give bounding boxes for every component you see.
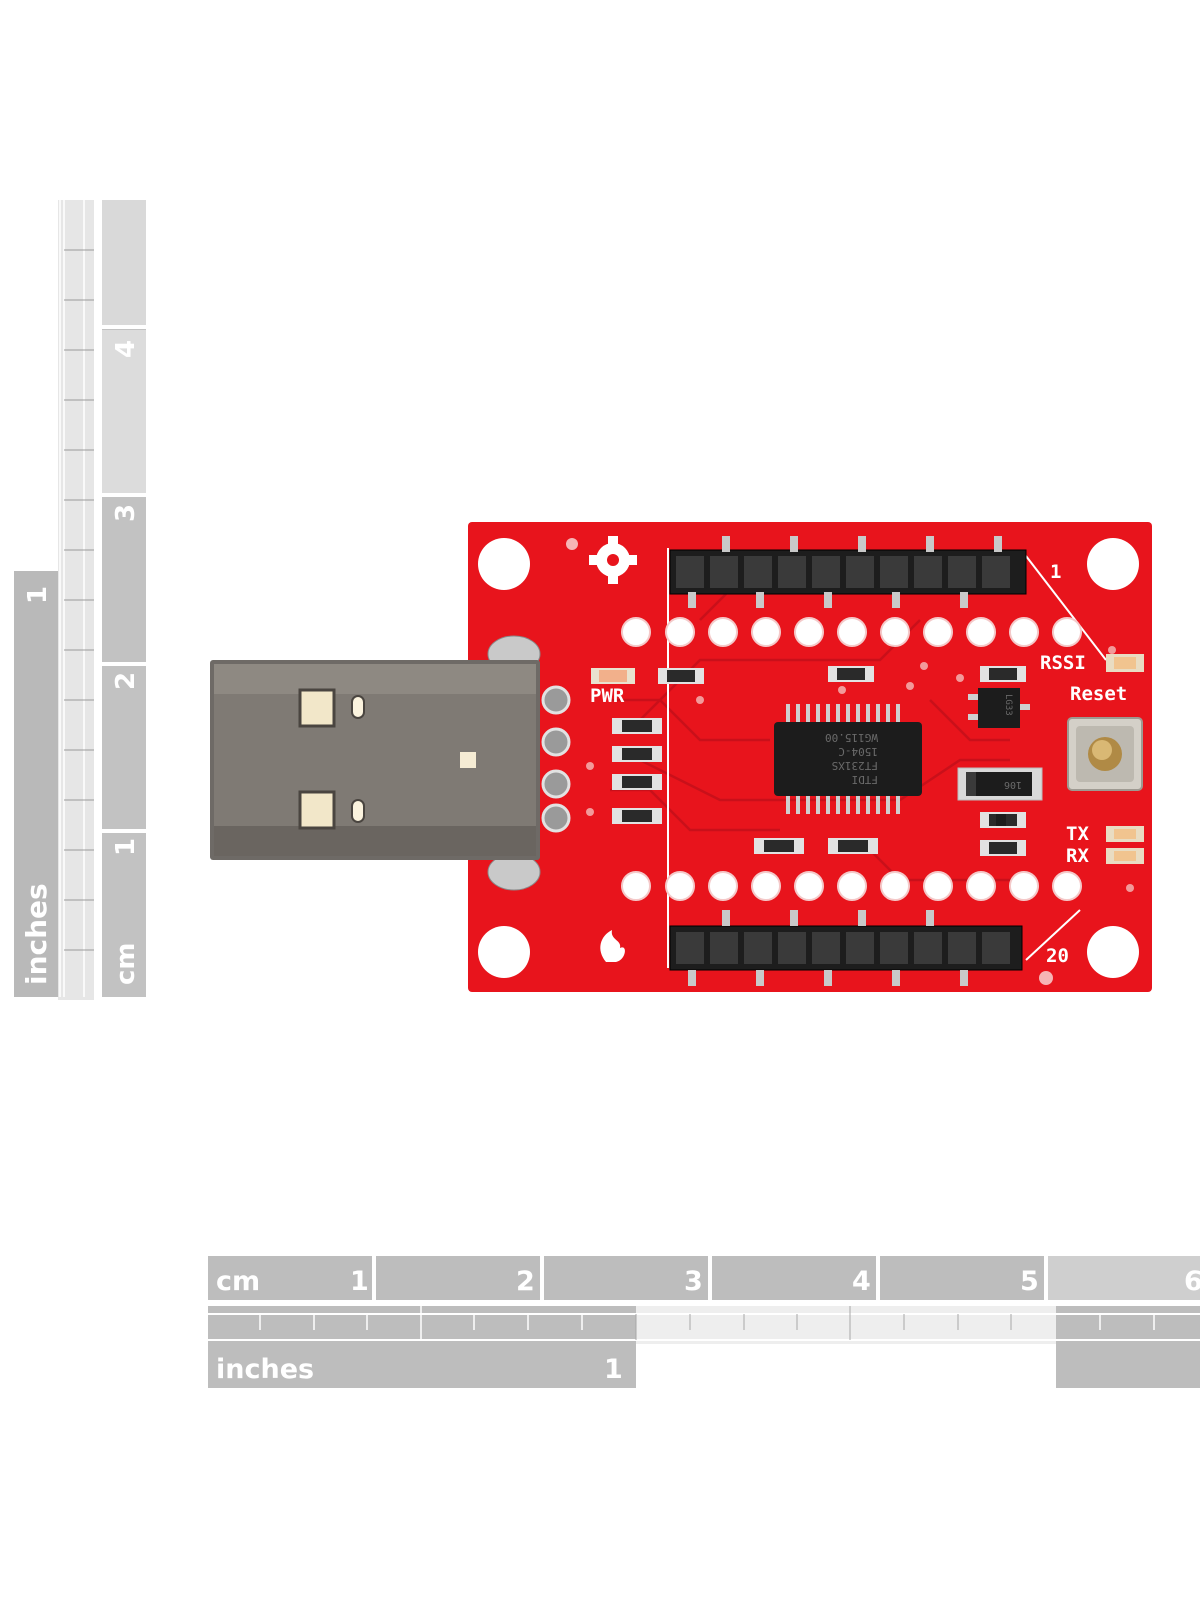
cm-box-5	[880, 1256, 1044, 1300]
usb-window-top	[298, 688, 336, 728]
horizontal-cm-label: cm	[216, 1266, 260, 1297]
ftdi-chip: FTDI FT231XS 1504-C WG115.00	[774, 704, 922, 814]
resistor-top-2	[658, 668, 704, 684]
cm-segment-top	[102, 200, 146, 325]
horizontal-cm-3: 3	[684, 1266, 703, 1297]
vertical-cm-3: 3	[111, 504, 141, 522]
vertical-cm-1: 1	[111, 838, 141, 856]
fiducial	[566, 538, 578, 550]
horizontal-fine-ticks	[635, 1306, 1012, 1340]
resistor-right-3	[980, 840, 1026, 856]
resistor-bottom-1	[754, 838, 804, 854]
vertical-cm-4: 4	[111, 340, 141, 358]
passive-components	[591, 666, 1026, 856]
inch-box-2	[1056, 1306, 1200, 1388]
cm-dividers	[102, 325, 146, 833]
ftdi-chip-body	[774, 722, 922, 796]
horizontal-cm-1: 1	[350, 1266, 369, 1297]
top-header	[669, 536, 1027, 608]
horizontal-cm-5: 5	[1020, 1266, 1039, 1297]
resistor-top-3	[828, 666, 874, 682]
xbee-pads-bottom	[621, 871, 1082, 901]
horizontal-inch-1: 1	[604, 1354, 623, 1385]
resistor-pwr	[591, 668, 635, 684]
xbee-usb-explorer-board: FTDI FT231XS 1504-C WG115.00 LG33 106	[210, 522, 1152, 992]
capacitor-text: 106	[1004, 779, 1022, 790]
horizontal-cm-6: 6	[1184, 1266, 1200, 1297]
vertical-cm-2: 2	[111, 672, 141, 690]
reset-label: Reset	[1070, 683, 1127, 705]
horizontal-cm-2: 2	[516, 1266, 535, 1297]
mounting-holes	[478, 538, 1139, 978]
chip-line-3: 1504-C	[838, 745, 878, 758]
reset-button	[1067, 717, 1143, 791]
module-outline	[667, 548, 1107, 968]
horizontal-inches-label: inches	[216, 1354, 314, 1385]
mounting-hole-bottom-left	[478, 926, 530, 978]
usb-window-bottom	[298, 790, 336, 830]
pwr-label: PWR	[590, 685, 625, 707]
cm-box-2	[376, 1256, 540, 1300]
bottom-header	[669, 910, 1023, 986]
regulator-text: LG33	[1003, 694, 1013, 716]
small-diode	[996, 814, 1006, 826]
leds	[1106, 654, 1144, 864]
vertical-cm-label: cm	[111, 942, 141, 985]
resistor-right-1	[980, 666, 1026, 682]
vertical-inches-label: inches	[20, 883, 53, 985]
rx-label: RX	[1066, 845, 1089, 867]
chip-line-4: WG115.00	[825, 731, 878, 744]
tantalum-capacitor: 106	[957, 767, 1043, 801]
mounting-hole-top-left	[478, 538, 530, 590]
horizontal-cm-4: 4	[852, 1266, 871, 1297]
resistor-bottom-2	[828, 838, 878, 854]
mounting-hole-bottom-right	[1087, 926, 1139, 978]
inch-box-ticks	[259, 1306, 1155, 1340]
flame-logo-icon	[600, 930, 625, 962]
vias	[586, 646, 1134, 892]
usb-a-plug	[210, 660, 540, 860]
chip-line-1: FTDI	[852, 773, 879, 786]
inch-ticks	[59, 200, 85, 997]
cm-box-3	[544, 1256, 708, 1300]
vertical-inch-1: 1	[23, 586, 53, 604]
inch-fine-ticks	[64, 249, 94, 951]
mounting-hole-top-right	[1087, 538, 1139, 590]
pin-20-label: 20	[1046, 945, 1069, 967]
cm-segment-4	[102, 330, 146, 493]
rssi-label: RSSI	[1040, 652, 1086, 674]
cm-box-1	[208, 1256, 372, 1300]
horizontal-guide-lines	[208, 1313, 1200, 1341]
voltage-regulator: LG33	[968, 688, 1030, 728]
cm-box-4	[712, 1256, 876, 1300]
pin-1-label: 1	[1050, 561, 1061, 583]
chip-line-2: FT231XS	[832, 759, 878, 772]
cm-box-6	[1048, 1256, 1200, 1300]
tx-label: TX	[1066, 823, 1089, 845]
xbee-pads-top	[621, 617, 1082, 647]
resistor-stack	[612, 718, 662, 824]
open-hardware-gear-icon	[589, 536, 637, 584]
inch-box-1	[208, 1306, 636, 1388]
vertical-ruler: inches 1 cm 1 2 3 4	[14, 200, 146, 1000]
horizontal-ruler: cm 1 2 3 4 5 6 inches 1	[208, 1256, 1200, 1388]
fiducial-bottom	[1039, 971, 1053, 985]
